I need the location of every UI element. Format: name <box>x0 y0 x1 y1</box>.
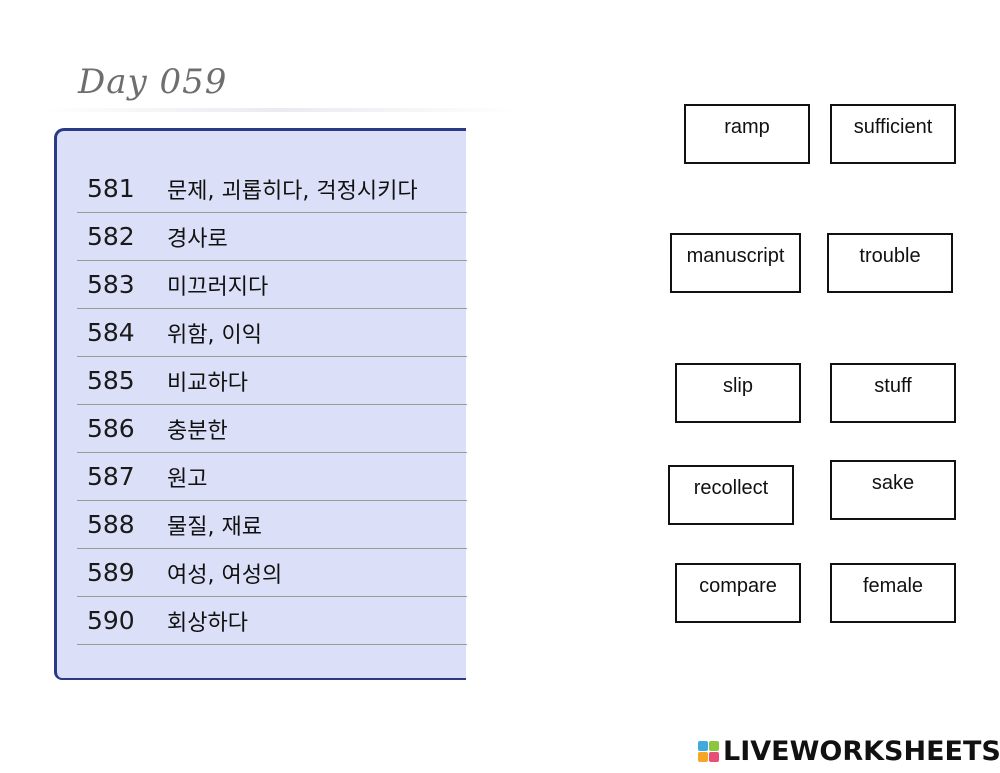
vocab-row-583: 583 미끄러지다 <box>77 261 467 309</box>
choice-ramp[interactable]: ramp <box>684 104 810 164</box>
vocab-meaning: 물질, 재료 <box>167 514 262 540</box>
vocab-number: 582 <box>87 222 135 251</box>
choice-slip[interactable]: slip <box>675 363 801 423</box>
vocab-number: 587 <box>87 462 135 491</box>
choice-trouble[interactable]: trouble <box>827 233 953 293</box>
liveworksheets-logo[interactable]: LIVEWORKSHEETS <box>698 735 1000 767</box>
vocab-row-585: 585 비교하다 <box>77 357 467 405</box>
vocab-number: 588 <box>87 510 135 539</box>
logo-square <box>698 740 708 751</box>
title-divider <box>40 108 520 112</box>
choice-recollect[interactable]: recollect <box>668 465 794 525</box>
vocab-row-587: 587 원고 <box>77 453 467 501</box>
vocab-meaning: 충분한 <box>167 418 228 444</box>
vocabulary-panel: 581 문제, 괴롭히다, 걱정시키다 582 경사로 583 미끄러지다 58… <box>54 128 467 680</box>
vocab-number: 589 <box>87 558 135 587</box>
vocab-row-582: 582 경사로 <box>77 213 467 261</box>
logo-mark-icon <box>698 740 719 762</box>
choice-stuff[interactable]: stuff <box>830 363 956 423</box>
logo-text: LIVEWORKSHEETS <box>723 735 1000 767</box>
logo-square <box>709 751 719 762</box>
vocab-number: 584 <box>87 318 135 347</box>
choice-female[interactable]: female <box>830 563 956 623</box>
vocab-row-581: 581 문제, 괴롭히다, 걱정시키다 <box>77 165 467 213</box>
vocab-number: 586 <box>87 414 135 443</box>
vocab-row-586: 586 충분한 <box>77 405 467 453</box>
choice-manuscript[interactable]: manuscript <box>670 233 801 293</box>
day-title: Day 059 <box>78 62 228 102</box>
vocab-meaning: 비교하다 <box>167 370 248 396</box>
vocab-row-590: 590 회상하다 <box>77 597 467 645</box>
choice-sake[interactable]: sake <box>830 460 956 520</box>
logo-square <box>709 740 719 751</box>
logo-square <box>698 751 708 762</box>
vocab-meaning: 경사로 <box>167 226 228 252</box>
vocab-row-588: 588 물질, 재료 <box>77 501 467 549</box>
vocab-row-589: 589 여성, 여성의 <box>77 549 467 597</box>
vocab-number: 581 <box>87 174 135 203</box>
vocab-meaning: 위함, 이익 <box>167 322 262 348</box>
vocab-row-584: 584 위함, 이익 <box>77 309 467 357</box>
choice-sufficient[interactable]: sufficient <box>830 104 956 164</box>
vocab-meaning: 미끄러지다 <box>167 274 269 300</box>
vocab-meaning: 문제, 괴롭히다, 걱정시키다 <box>167 178 418 204</box>
vocab-number: 583 <box>87 270 135 299</box>
choice-compare[interactable]: compare <box>675 563 801 623</box>
vocab-number: 585 <box>87 366 135 395</box>
vocab-meaning: 원고 <box>167 466 208 492</box>
vocab-meaning: 여성, 여성의 <box>167 562 283 588</box>
vocab-meaning: 회상하다 <box>167 610 248 636</box>
vocab-number: 590 <box>87 606 135 635</box>
